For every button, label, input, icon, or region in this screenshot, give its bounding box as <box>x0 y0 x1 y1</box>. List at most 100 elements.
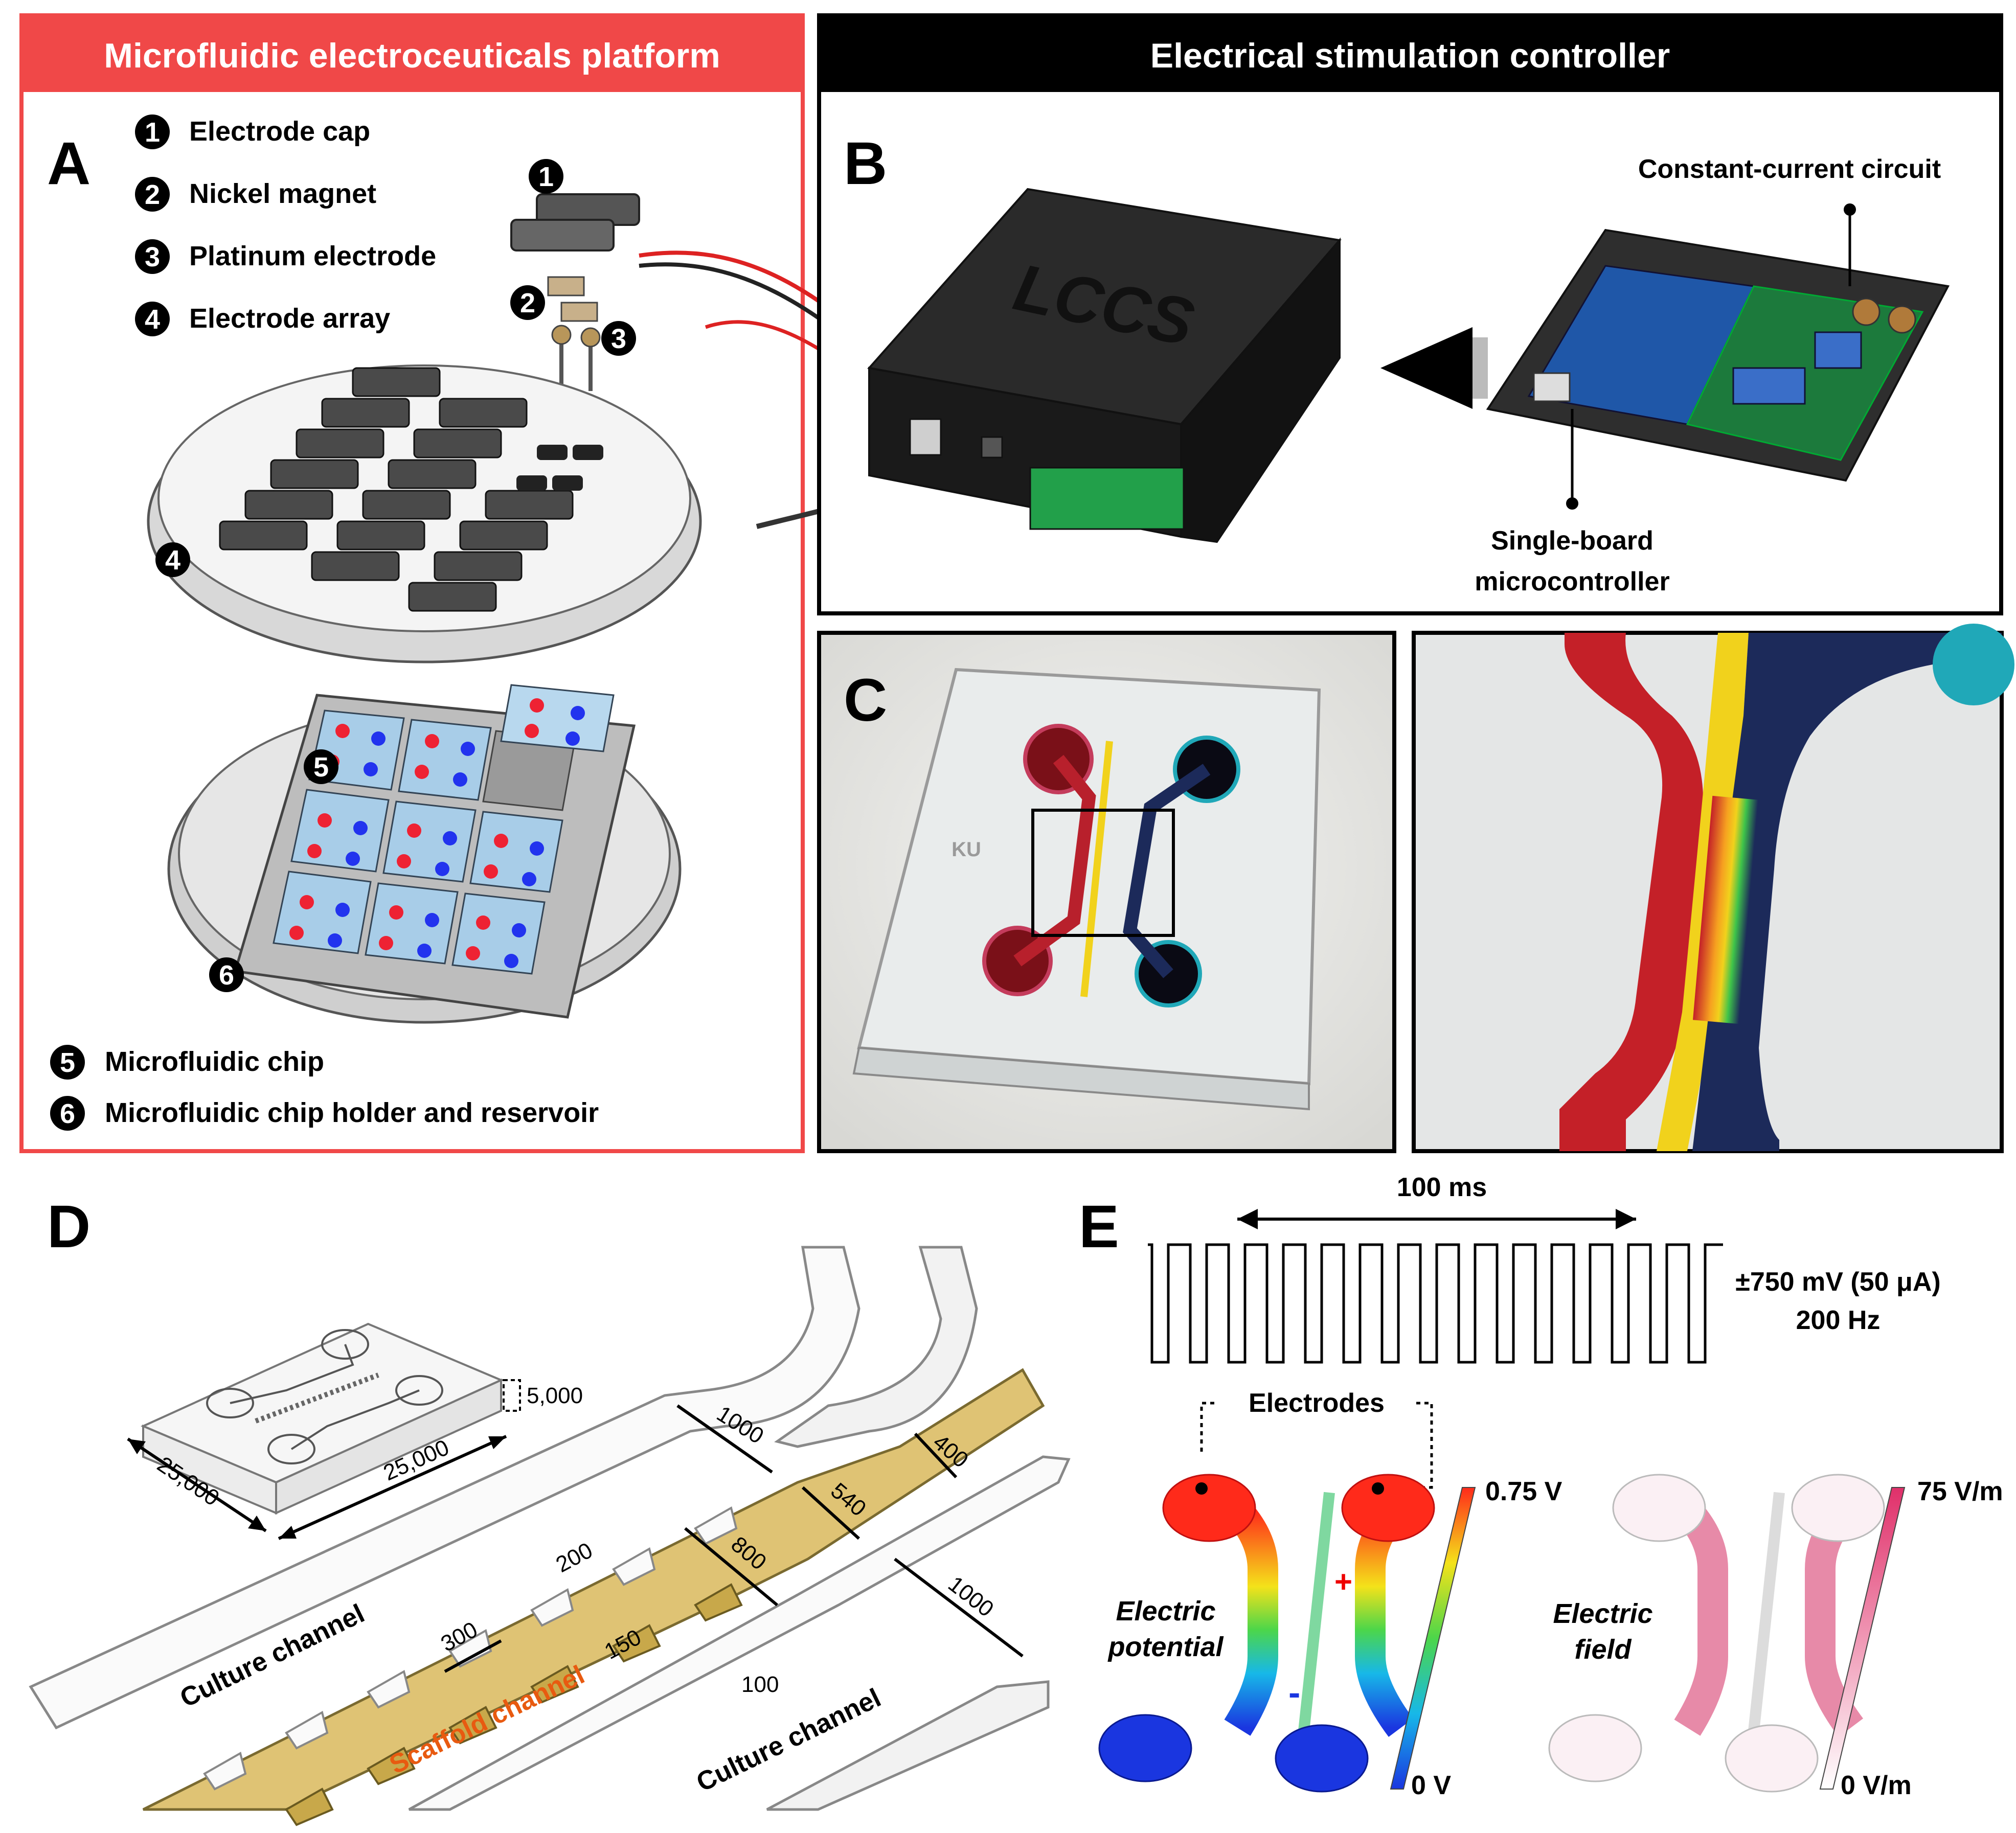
potential-label-line1: Electric <box>1116 1596 1215 1626</box>
field-reservoir-bl <box>1548 1714 1642 1782</box>
arrow-left <box>1380 327 1478 409</box>
zoom-channel-red <box>1559 633 1704 1151</box>
legend-num-4: 4 <box>145 304 160 335</box>
dim-arrow-width <box>127 1437 267 1532</box>
nickel-magnet-illustration: 2 <box>510 276 598 322</box>
legend-badge-5 <box>50 1045 85 1080</box>
electrodes-bracket-left <box>1200 1402 1217 1452</box>
label-mcu-line2: microcontroller <box>1475 567 1669 597</box>
arrow-tail <box>1473 337 1488 399</box>
cap-callout-num: 1 <box>538 162 554 192</box>
panel-a-header: Microfluidic electroceuticals platform <box>104 36 720 75</box>
panel-b-header-bar <box>819 15 2001 92</box>
label-constant-current: Constant-current circuit <box>1638 154 1941 184</box>
legend-badge-3 <box>135 239 170 274</box>
holder-callout-num: 6 <box>219 960 234 991</box>
circuit-leader-dot <box>1844 203 1856 216</box>
array-callout-num: 4 <box>165 545 180 576</box>
panel-a-header-bar <box>21 15 803 92</box>
power-switch <box>981 436 1003 459</box>
legend-num-6: 6 <box>60 1098 75 1129</box>
field-label-line1: Electric <box>1553 1598 1652 1629</box>
panel-d: D 25,000 25,000 5,000 <box>29 1193 1071 1826</box>
pulse-waveform <box>1148 1243 1723 1364</box>
potential-min: 0 V <box>1411 1771 1451 1800</box>
legend-num-2: 2 <box>145 179 160 210</box>
legend-badge-1 <box>135 114 170 149</box>
electric-potential-sim: + - <box>1098 1474 1435 1793</box>
usb-port <box>1533 372 1571 402</box>
dim-culture-bottom: 1000 <box>943 1571 998 1622</box>
potential-max: 0.75 V <box>1485 1477 1562 1506</box>
panel-e-letter: E <box>1079 1193 1119 1261</box>
trapezoid-posts-top <box>203 1506 738 1791</box>
panel-e: E 100 ms ±750 mV (50 μA) 200 Hz Electrod… <box>1079 1173 2003 1800</box>
electrode-dot-left <box>1195 1482 1208 1495</box>
dim-arrow-width-head-2 <box>248 1516 266 1531</box>
panel-a: Microfluidic electroceuticals platform A… <box>19 13 1141 1153</box>
scaffold-channel <box>142 1368 1045 1811</box>
field-reservoir-tr <box>1791 1474 1885 1542</box>
channel-red <box>1013 754 1096 967</box>
legend-label-4: Electrode array <box>189 303 390 334</box>
zoom-channel-blue <box>1692 633 2002 1151</box>
legend-item-5: 5 Microfluidic chip <box>50 1045 324 1080</box>
electric-field-sim <box>1548 1474 1885 1793</box>
zoom-gradient-channel <box>1692 795 1759 1024</box>
legend-label-5: Microfluidic chip <box>105 1046 324 1077</box>
minus-sign: - <box>1288 1672 1300 1712</box>
chip-holder-reservoir: 5 6 <box>167 684 682 1024</box>
dim-height: 5,000 <box>527 1383 583 1408</box>
pdms-chip-edge <box>852 1046 1310 1111</box>
electrode-array-lid: 4 <box>147 364 702 663</box>
field-label-line2: field <box>1574 1634 1632 1665</box>
field-reservoir-tl <box>1612 1474 1706 1542</box>
lccs-controller-box: LCCS <box>867 188 1342 543</box>
floating-chip <box>500 684 615 752</box>
dim-arrow-inlet <box>914 1432 958 1479</box>
power-jack <box>909 418 942 456</box>
legend-num-1: 1 <box>145 117 160 148</box>
legend-label-2: Nickel magnet <box>189 178 376 209</box>
zoom-channel-yellow <box>1657 633 1749 1151</box>
dim-arrow-depth-head-2 <box>488 1436 506 1449</box>
panel-a-letter: A <box>47 130 90 197</box>
dim-post-height: 100 <box>741 1672 779 1697</box>
legend-item-4: 4 Electrode array <box>135 302 390 336</box>
dim-arrow-pitch <box>444 1639 502 1673</box>
field-channel-left <box>1674 1500 1728 1736</box>
potential-reservoir-bl <box>1098 1714 1192 1782</box>
electrode-callout-num: 3 <box>611 324 626 354</box>
legend-badge-4 <box>135 302 170 336</box>
potential-label-line2: potential <box>1107 1632 1224 1662</box>
plus-sign: + <box>1334 1565 1352 1599</box>
chip-callout-num: 5 <box>313 752 329 783</box>
platinum-electrode-illustration: 3 <box>551 321 636 391</box>
label-mcu-line1: Single-board <box>1491 526 1653 556</box>
amplitude-label: ±750 mV (50 μA) <box>1735 1267 1940 1297</box>
dim-arrow-depth <box>278 1435 507 1540</box>
dim-height-bracket <box>503 1379 521 1412</box>
panel-d-letter: D <box>47 1193 90 1261</box>
dim-arrow-scaffold <box>684 1527 778 1607</box>
zoom-reservoir-teal <box>1933 624 2014 705</box>
electrodes-label: Electrodes <box>1249 1388 1385 1418</box>
chip-mark: KU <box>952 838 981 861</box>
dim-arrow-neck <box>801 1486 860 1540</box>
panel-b: Electrical stimulation controller B LCCS <box>817 13 2003 615</box>
legend-item-1: 1 Electrode cap <box>135 114 370 149</box>
channel-yellow <box>1080 741 1113 997</box>
dim-arrow-culture-bottom <box>894 1557 1024 1658</box>
terminal-blocks <box>1029 467 1185 530</box>
legend-item-2: 2 Nickel magnet <box>135 177 376 212</box>
period-arrow-head-2 <box>1616 1209 1636 1229</box>
legend-badge-6 <box>50 1096 85 1131</box>
legend-badge-2 <box>135 177 170 212</box>
culture-channel-top <box>29 1246 860 1730</box>
dim-arrow-depth-head-1 <box>279 1526 297 1539</box>
legend-label-3: Platinum electrode <box>189 241 436 271</box>
potential-reservoir-tr <box>1341 1474 1435 1542</box>
period-label: 100 ms <box>1397 1173 1487 1202</box>
electrode-dot-right <box>1372 1482 1384 1495</box>
open-circuit-board <box>1486 228 1950 482</box>
